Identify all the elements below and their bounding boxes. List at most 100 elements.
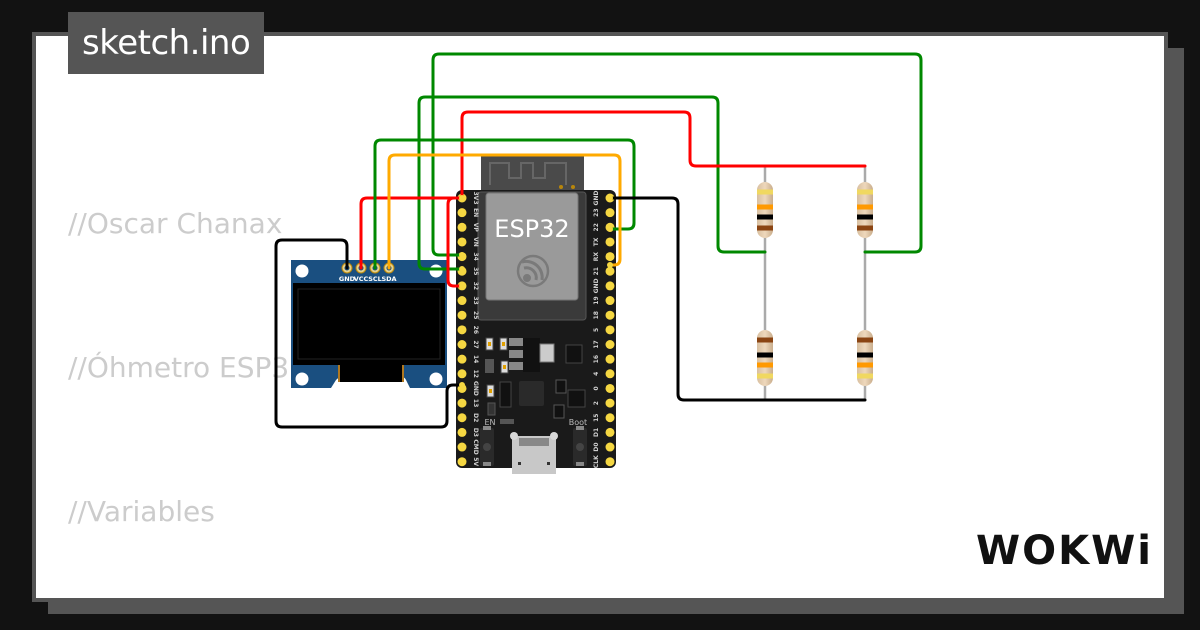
esp32-pin-18[interactable]: 18 [593,310,615,320]
code-line: //Variables [68,495,215,528]
esp32-pin-gnd[interactable]: GND [593,278,615,293]
resistor-r1[interactable] [757,182,773,238]
pin-label: 23 [593,208,600,216]
pin-label: 14 [472,355,479,363]
pin-label: 13 [472,399,479,407]
esp32-pin-17[interactable]: 17 [593,340,615,349]
esp32-pin-5[interactable]: 5 [593,325,615,335]
pin-dot [607,262,613,268]
resistor-r2[interactable] [857,182,873,238]
pin-label: 22 [593,223,600,231]
esp32-pin-rx[interactable]: RX [593,252,615,262]
pin-label: GND [472,381,479,396]
oled-pin-label: SCL [368,275,382,283]
esp32-pin-4[interactable]: 4 [593,369,615,379]
espressif-logo-icon [516,254,550,288]
esp32-pin-2[interactable]: 2 [593,398,615,408]
pin-label: 27 [472,340,479,348]
pin-label: 32 [472,282,479,290]
esp32-pin-d2[interactable]: D2 [457,413,480,422]
wokwi-logo: WOKWi [976,528,1153,574]
boot-label: Boot [569,418,587,427]
wire-red-vcc [359,196,464,270]
esp32-devkit[interactable]: ESP32 [456,154,616,474]
wire-green-scl [373,138,636,270]
pin-label: TX [593,237,600,246]
resistor-r4[interactable] [857,330,873,386]
pin-label: 21 [593,267,600,275]
pin-dot [607,226,613,232]
oled-pin-label: GND [339,275,356,283]
pin-label: 17 [593,340,600,348]
pin-label: 26 [472,326,479,334]
esp32-pin-vp[interactable]: VP [457,223,480,233]
code-preview: //Oscar Chanax //Óhmetro ESP32 //Variabl… [68,104,1132,598]
wire-green-pin35 [417,95,767,271]
esp32-pin-23[interactable]: 23 [593,208,615,218]
en-button[interactable] [480,426,494,466]
pin-dot [459,382,465,388]
pin-label: VP [472,223,479,233]
boot-button[interactable] [573,426,587,466]
wire-red-pin32 [446,196,464,288]
pin-label: D0 [593,442,600,451]
esp32-pin-25[interactable]: 25 [457,310,480,320]
code-line: //Óhmetro ESP32 [68,351,308,384]
pin-label: 25 [472,311,479,319]
code-line: //Oscar Chanax [68,207,283,240]
esp32-pin-21[interactable]: 21 [593,266,615,276]
wire-orange-sda [387,153,622,270]
pin-label: 35 [472,267,479,275]
wire-black-oled-gnd [274,238,464,429]
oled-pin-label: SDA [381,275,396,283]
esp32-pin-14[interactable]: 14 [457,354,480,364]
pin-dot [459,195,465,201]
wires [274,52,923,429]
pin-dot [459,283,465,289]
pin-label: CMD [472,439,479,454]
file-tab[interactable]: sketch.ino [68,12,265,74]
pin-label: 2 [593,401,600,405]
esp32-pin-d1[interactable]: D1 [593,428,615,437]
esp32-pin-13[interactable]: 13 [457,398,480,408]
oled-display[interactable]: GND VCC SCL SDA [291,260,447,388]
pin-label: 18 [593,311,600,319]
pin-label: 5 [593,328,600,332]
esp32-pin-0[interactable]: 0 [593,383,615,393]
esp32-pin-clk[interactable]: CLK [593,455,615,468]
esp32-pin-12[interactable]: 12 [457,369,480,379]
pin-label: VN [472,237,479,247]
pin-label: 12 [472,370,479,378]
esp32-pin-19[interactable]: 19 [593,296,615,306]
esp32-pin-tx[interactable]: TX [593,237,615,247]
esp32-pin-vn[interactable]: VN [457,237,480,247]
pin-label: CLK [593,455,600,468]
wire-green-pin34 [431,52,923,257]
pin-label: 19 [593,296,600,304]
pin-dot [459,266,465,272]
pin-label: D3 [472,428,479,437]
pin-label: D1 [593,428,600,437]
resistor-r3[interactable] [757,330,773,386]
pin-label: 4 [593,372,600,376]
esp32-pin-26[interactable]: 26 [457,325,480,335]
board-components [485,337,586,424]
esp32-pin-27[interactable]: 27 [457,340,480,349]
pin-label: 0 [593,386,600,390]
pin-label: 33 [472,296,479,304]
esp32-chip-label: ESP32 [494,215,569,243]
pin-label: GND [593,278,600,293]
pin-dot [607,195,613,201]
esp32-pin-33[interactable]: 33 [457,296,480,306]
esp32-pin-16[interactable]: 16 [593,354,615,364]
pin-label: 3V3 [472,192,479,205]
esp32-pin-5v[interactable]: 5V [457,457,480,466]
esp32-pin-15[interactable]: 15 [593,413,615,423]
pin-label: D2 [472,413,479,422]
esp32-pin-d3[interactable]: D3 [457,428,480,437]
esp32-pin-d0[interactable]: D0 [593,442,615,452]
esp32-pin-en[interactable]: EN [457,208,480,217]
esp32-pin-cmd[interactable]: CMD [457,439,480,455]
pin-label: EN [472,208,479,217]
